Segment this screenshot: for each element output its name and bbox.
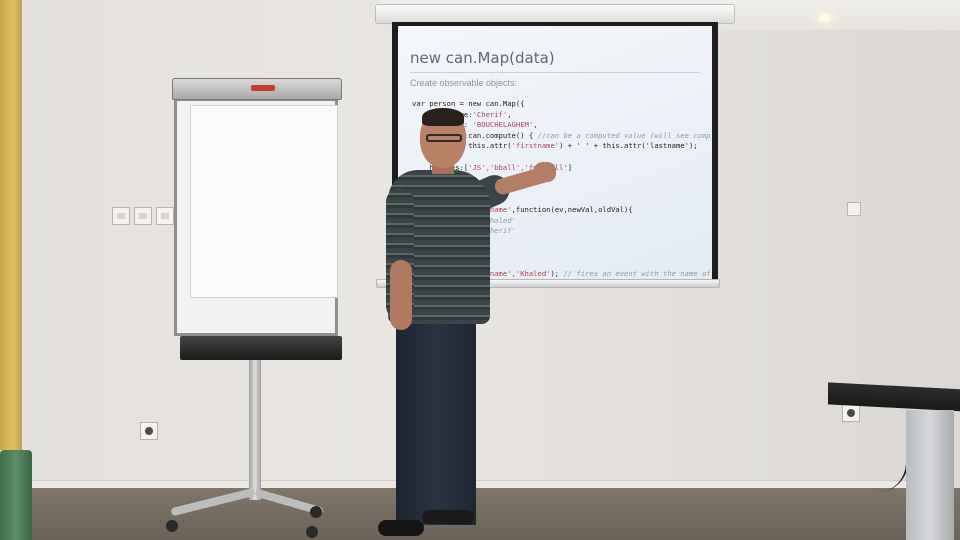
presenter-left-forearm — [390, 260, 412, 330]
presenter — [370, 108, 560, 540]
code-str: 'firstname','Khaled' — [463, 268, 551, 278]
presenter-trousers — [396, 320, 476, 525]
code-pre: fullname:can.compute() { — [412, 130, 538, 140]
flipchart-pole — [249, 360, 261, 500]
screen-housing — [375, 4, 735, 24]
slide-title: new can.Map(data) — [410, 49, 555, 67]
light-switch — [112, 207, 130, 225]
flipchart-wheel — [166, 520, 178, 532]
flipchart-paper — [190, 105, 338, 298]
baseboard — [30, 480, 950, 490]
table-leg — [906, 410, 954, 540]
presenter-shoe — [422, 510, 474, 524]
code-post: ); — [550, 268, 564, 278]
code-cmt: 'Khaled' — [481, 215, 516, 225]
code-pre: var person = new can.Map({ — [412, 99, 525, 108]
code-line: var person = new can.Map({ — [412, 99, 712, 110]
screen-bottom-bar — [376, 279, 720, 288]
code-post: ) + ' ' + this.attr('lastname'); — [559, 141, 698, 151]
flipchart-wheel — [310, 506, 322, 518]
presenter-shoe — [378, 520, 424, 536]
code-post: , — [533, 120, 538, 130]
code-cmt: // fires an event with the name of att — [563, 268, 712, 278]
code-post: , — [507, 109, 512, 119]
light-switch — [156, 207, 174, 225]
slide-divider — [410, 72, 700, 73]
code-str: 'Cherif' — [472, 109, 508, 119]
presenter-hand — [534, 162, 556, 182]
code-str: 'BOUCHELAGHEM' — [472, 120, 534, 130]
flipchart-header — [172, 78, 342, 100]
presenter-hair — [422, 108, 464, 126]
code-line: fullname:can.compute() { //can be a comp… — [412, 131, 712, 142]
light-switch — [134, 207, 152, 225]
code-post: ,function(ev,newVal,oldVal){ — [511, 204, 633, 214]
code-str: 'JS','bball','football' — [468, 162, 568, 172]
code-post: ] — [567, 162, 573, 172]
floor — [0, 488, 960, 540]
power-cable — [858, 412, 908, 492]
code-str: 'firstname' — [511, 141, 560, 151]
slide-subtitle: Create observable objects: — [410, 78, 518, 88]
wall-switch — [847, 202, 861, 216]
code-cmt: 'Cherif' — [481, 226, 516, 236]
trash-bin — [0, 450, 32, 540]
pillar — [0, 0, 22, 450]
power-socket — [140, 422, 158, 440]
flipchart-tray — [180, 336, 342, 360]
flipchart-logo — [251, 85, 275, 91]
flipchart-wheel — [306, 526, 318, 538]
glasses-icon — [426, 134, 462, 142]
ceiling-light — [819, 14, 831, 22]
code-cmt: //can be a computed value (will see comp — [537, 130, 711, 140]
